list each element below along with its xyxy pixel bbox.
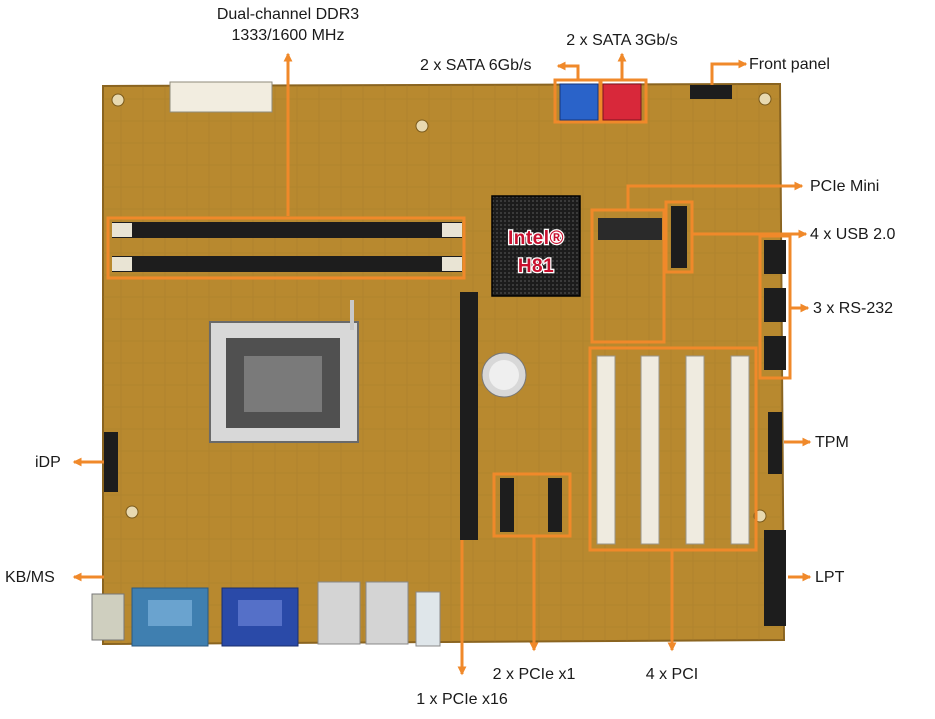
label-usb20: 4 x USB 2.0 xyxy=(810,226,896,243)
pcie-x1-slots xyxy=(500,478,562,532)
rear-io xyxy=(91,581,441,647)
label-pcie-x16: 1 x PCIe x16 xyxy=(416,691,508,708)
callout-arrows xyxy=(72,52,812,676)
highlight-pcie-x1 xyxy=(492,472,572,538)
arrow-front-panel xyxy=(710,59,748,85)
pcie-mini-slot xyxy=(598,218,662,240)
label-kbms: KB/MS xyxy=(5,569,55,586)
highlight-usb xyxy=(664,200,694,274)
tpm-header xyxy=(768,412,782,474)
atx-power-connector xyxy=(169,81,273,113)
cpu-socket xyxy=(209,300,359,443)
label-sata6: 2 x SATA 6Gb/s xyxy=(420,57,532,74)
idp-header xyxy=(104,432,118,492)
label-pcie-mini: PCIe Mini xyxy=(810,178,880,195)
label-tpm: TPM xyxy=(815,434,849,451)
chipset-brand: Intel® xyxy=(508,228,564,249)
highlight-dimm xyxy=(106,216,466,280)
label-sata3: 2 x SATA 3Gb/s xyxy=(566,32,678,49)
chipset-heatsink: Intel® H81 xyxy=(491,195,581,297)
arrow-sata6 xyxy=(556,61,580,80)
label-front-panel: Front panel xyxy=(749,56,830,73)
pcb-board xyxy=(102,82,786,646)
lpt-header xyxy=(764,530,786,626)
chipset-model: H81 xyxy=(518,256,554,277)
rs232-headers xyxy=(764,240,786,370)
pci-slots xyxy=(596,355,750,545)
highlight-boxes xyxy=(106,78,792,552)
label-lpt: LPT xyxy=(815,569,845,586)
label-pcie-x1: 2 x PCIe x1 xyxy=(492,666,576,683)
pcie-x16-slot xyxy=(460,292,478,540)
label-ddr3-line2: 1333/1600 MHz xyxy=(231,27,345,44)
sata-connectors xyxy=(559,83,642,121)
arrow-pcie-mini xyxy=(626,181,804,210)
label-pci: 4 x PCI xyxy=(645,666,699,683)
label-rs232: 3 x RS-232 xyxy=(813,300,894,317)
dimm-slots xyxy=(112,222,462,272)
front-panel-header xyxy=(690,85,732,99)
usb-headers xyxy=(671,206,687,268)
label-idp: iDP xyxy=(35,454,61,471)
label-ddr3-line1: Dual-channel DDR3 xyxy=(216,6,360,23)
